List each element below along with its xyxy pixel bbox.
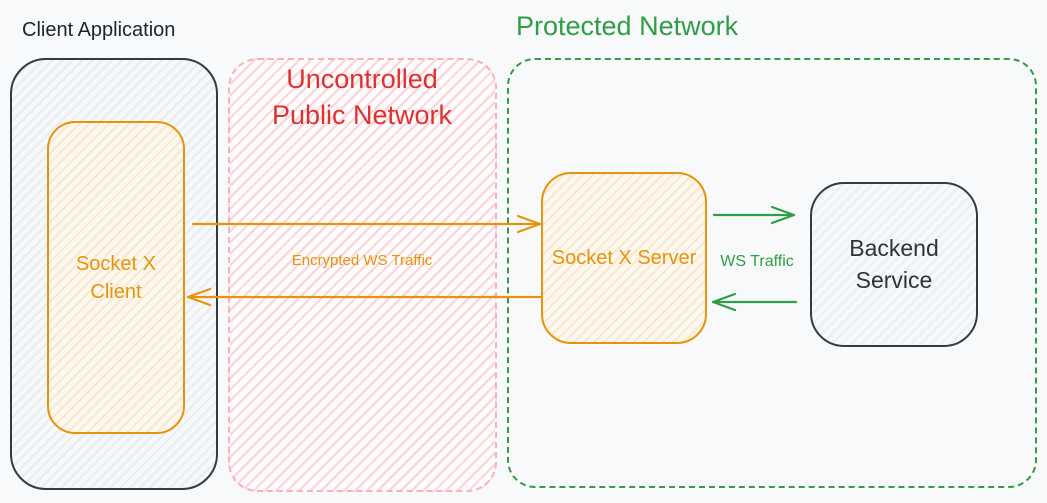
socket-x-server-label: Socket X Server	[551, 247, 697, 269]
encrypted-ws-traffic-label: Encrypted WS Traffic	[291, 252, 433, 269]
socket-x-server-box: Socket X Server	[541, 172, 707, 344]
client-application-label: Client Application	[22, 19, 176, 41]
client-to-server-arrow	[191, 214, 542, 234]
protected-network-region	[507, 58, 1037, 488]
server-to-backend-arrow	[712, 205, 796, 225]
protected-network-title: Protected Network	[516, 11, 739, 41]
socket-x-client-box: Socket X Client	[47, 121, 185, 434]
server-to-client-arrow	[186, 287, 543, 307]
public-network-title: Uncontrolled Public Network	[271, 64, 453, 130]
backend-to-server-arrow	[711, 292, 798, 312]
public-network-region	[228, 58, 497, 492]
ws-traffic-label: WS Traffic	[720, 253, 794, 270]
backend-service-label: Backend Service	[849, 235, 939, 293]
backend-service-box: Backend Service	[810, 182, 978, 347]
socket-x-client-label: Socket X Client	[75, 252, 157, 303]
